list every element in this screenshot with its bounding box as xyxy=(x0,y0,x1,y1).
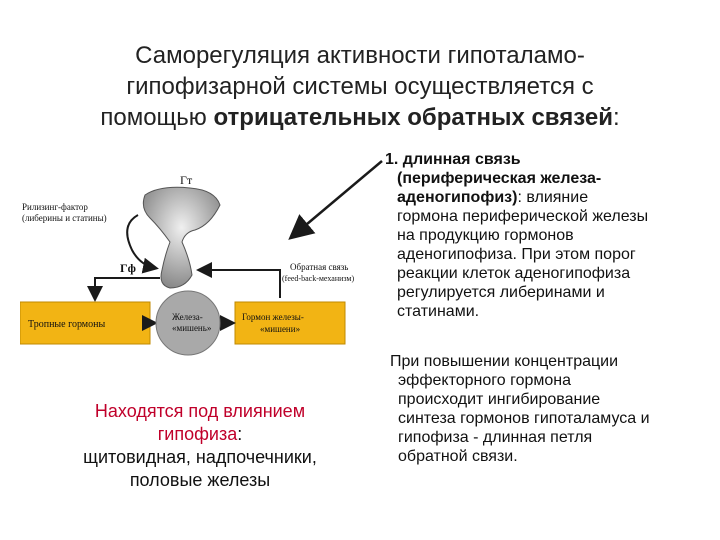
long-loop-line-4: гормона периферической железы xyxy=(397,208,649,225)
target-gland-label-2: «мишень» xyxy=(172,323,211,333)
inhibition-line-3: происходит ингибирование xyxy=(398,391,601,408)
target-hormone-label-1: Гормон железы- xyxy=(242,312,304,322)
glands-line-3: щитовидная, надпочечники, xyxy=(83,447,317,467)
hypothalamus-pituitary-shape xyxy=(142,186,221,289)
tropic-hormones-label: Тропные гормоны xyxy=(28,319,105,330)
feedback-diagram: Гт Гф Рилизинг-фактор (либерины и статин… xyxy=(20,173,354,356)
long-loop-line-3: аденогипофиз): влияние xyxy=(385,188,715,207)
releasing-factor-label-2: (либерины и статины) xyxy=(22,213,107,223)
inhibition-description: При повышении концентрации эффекторного … xyxy=(390,352,715,466)
inhibition-line-5: гипофиза - длинная петля xyxy=(398,429,593,446)
long-loop-line-6: аденогипофиза. При этом порог xyxy=(397,246,636,263)
title-line-2: гипофизарной системы осуществляется с xyxy=(126,73,594,100)
feedback-label-2: (feed-back-механизм) xyxy=(282,274,354,283)
title-line-3-bold: отрицательных обратных связей xyxy=(213,104,613,131)
title-line-3-prefix: помощью xyxy=(100,104,214,131)
long-loop-line-3-rest: : влияние xyxy=(517,189,589,206)
releasing-factor-arrow xyxy=(126,214,159,274)
tropic-hormones-box xyxy=(20,301,151,345)
long-loop-line-9: статинами. xyxy=(397,303,480,320)
long-loop-line-8: регулируется либеринами и xyxy=(397,284,605,301)
tropic-arrow xyxy=(87,277,160,302)
title-line-3-suffix: : xyxy=(612,104,620,131)
long-loop-line-7: реакции клеток аденогипофиза xyxy=(397,265,631,282)
glands-line-1: Находятся под влиянием xyxy=(94,401,306,421)
glands-line-2-red: гипофиза xyxy=(157,424,238,444)
pituitary-label: Гф xyxy=(120,261,136,275)
hypothalamus-label: Гт xyxy=(180,173,193,187)
feedback-arrow xyxy=(196,262,281,298)
slide-title: Саморегуляция активности гипоталамо- гип… xyxy=(30,40,690,133)
inhibition-line-2: эффекторного гормона xyxy=(398,372,571,389)
long-loop-line-3-bold: аденогипофиз) xyxy=(397,189,518,206)
long-loop-line-2: (периферическая железа- xyxy=(397,170,602,187)
pointer-arrow xyxy=(288,160,383,240)
releasing-factor-label-1: Рилизинг-фактор xyxy=(22,202,88,212)
glands-line-4: половые железы xyxy=(129,470,271,490)
long-loop-line-5: на продукцию гормонов xyxy=(397,227,574,244)
long-loop-description: 1. длинная связь (периферическая железа-… xyxy=(385,150,715,321)
pituitary-controlled-glands: Находятся под влиянием гипофиза: щитовид… xyxy=(30,400,370,492)
target-gland-label-1: Железа- xyxy=(172,312,203,322)
inhibition-line-6: обратной связи. xyxy=(398,448,518,465)
feedback-label-1: Обратная связь xyxy=(290,262,348,272)
glands-line-2-suffix: : xyxy=(237,424,243,444)
long-loop-line-1: 1. длинная связь xyxy=(385,151,521,168)
inhibition-line-1: При повышении концентрации xyxy=(390,353,619,370)
target-gland-circle xyxy=(155,290,221,356)
target-hormone-box xyxy=(234,301,346,345)
title-line-1: Саморегуляция активности гипоталамо- xyxy=(135,42,585,69)
target-hormone-label-2: «мишени» xyxy=(260,324,300,334)
inhibition-line-4: синтеза гормонов гипоталамуса и xyxy=(398,410,650,427)
